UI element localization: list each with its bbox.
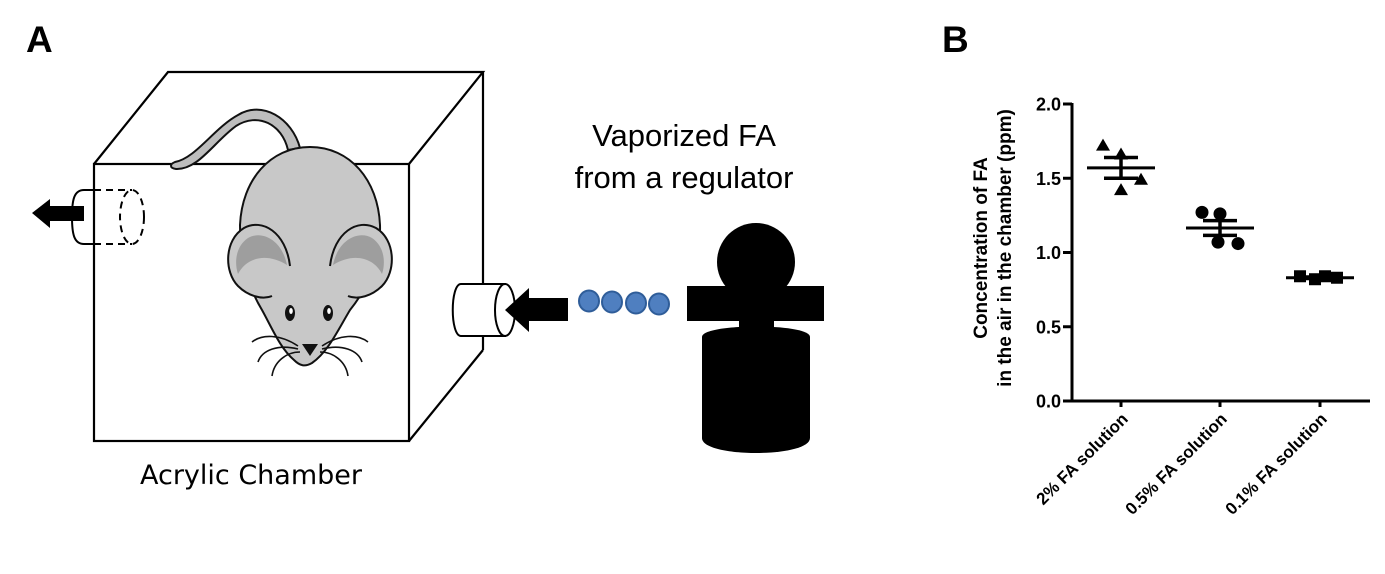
axes bbox=[1070, 103, 1370, 403]
chamber-top-face bbox=[93, 70, 486, 165]
inlet-arrow-icon bbox=[505, 288, 568, 332]
y-tick-label: 1.5 bbox=[1036, 169, 1061, 189]
vapor-droplet bbox=[601, 290, 623, 314]
data-point-circle bbox=[1195, 205, 1209, 219]
data-point-circle bbox=[1211, 235, 1225, 249]
data-marks bbox=[1087, 138, 1354, 286]
chamber-bottom-edge bbox=[408, 349, 484, 442]
y-axis-title-line2: in the air in the chamber (ppm) bbox=[995, 109, 1016, 387]
source-label-line1: Vaporized FA bbox=[592, 118, 776, 153]
mouse-left-inner-ear bbox=[236, 235, 287, 274]
chamber-front-face bbox=[92, 162, 411, 443]
x-tick-label: 0.1% FA solution bbox=[1222, 409, 1331, 518]
mouse-eye-shine bbox=[327, 308, 331, 314]
mouse-tail bbox=[170, 108, 302, 171]
chamber-label: Acrylic Chamber bbox=[140, 460, 363, 491]
mouse-right-inner-ear bbox=[333, 235, 384, 274]
data-point-triangle bbox=[1134, 172, 1148, 185]
mouse-body bbox=[238, 145, 382, 367]
data-point-circle bbox=[1213, 207, 1227, 221]
chamber-box-icon bbox=[92, 70, 486, 443]
y-tick-label: 1.0 bbox=[1036, 243, 1061, 263]
source-label-line2: from a regulator bbox=[575, 160, 794, 195]
mouse-icon bbox=[170, 108, 393, 377]
vapor-droplet bbox=[648, 292, 670, 316]
data-point-circle bbox=[1231, 237, 1245, 251]
data-point-triangle bbox=[1114, 183, 1128, 196]
series-triangle bbox=[1087, 138, 1155, 196]
series-square bbox=[1286, 270, 1354, 286]
regulator-head bbox=[717, 223, 795, 301]
vapor-droplets-icon bbox=[578, 289, 670, 316]
inlet-port-body bbox=[451, 283, 506, 337]
x-tick-label: 2% FA solution bbox=[1033, 409, 1132, 508]
mouse-nose bbox=[302, 344, 318, 356]
x-tick-label: 0.5% FA solution bbox=[1122, 409, 1231, 518]
panel-a-letter: A bbox=[26, 19, 53, 60]
y-tick-label: 2.0 bbox=[1036, 95, 1061, 115]
panel-b-letter: B bbox=[942, 19, 969, 60]
outlet-arrow-icon bbox=[32, 199, 84, 228]
chart: Concentration of FA in the air in the ch… bbox=[971, 95, 1370, 519]
y-tick-label: 0.0 bbox=[1036, 392, 1061, 412]
mouse-eye-shine bbox=[289, 308, 293, 314]
panel-b: B Concentration of FA in the air in the … bbox=[942, 19, 1370, 519]
panel-a: A bbox=[26, 19, 824, 491]
regulator-cylinder-icon bbox=[687, 223, 824, 453]
data-point-triangle bbox=[1096, 138, 1110, 151]
outlet-port-dashed bbox=[94, 189, 132, 245]
outlet-port-far-end bbox=[119, 189, 145, 245]
y-axis-title: Concentration of FA in the air in the ch… bbox=[971, 109, 1016, 387]
y-axis-title-line1: Concentration of FA bbox=[971, 157, 992, 339]
y-ticks: 0.0 0.5 1.0 1.5 2.0 bbox=[1036, 95, 1072, 412]
vapor-droplet bbox=[625, 291, 647, 315]
regulator-crossbar bbox=[687, 286, 824, 321]
series-circle bbox=[1186, 205, 1254, 251]
y-tick-label: 0.5 bbox=[1036, 317, 1061, 337]
mouse-whiskers bbox=[251, 335, 369, 377]
regulator-body bbox=[702, 326, 810, 453]
vapor-droplet bbox=[578, 289, 600, 313]
